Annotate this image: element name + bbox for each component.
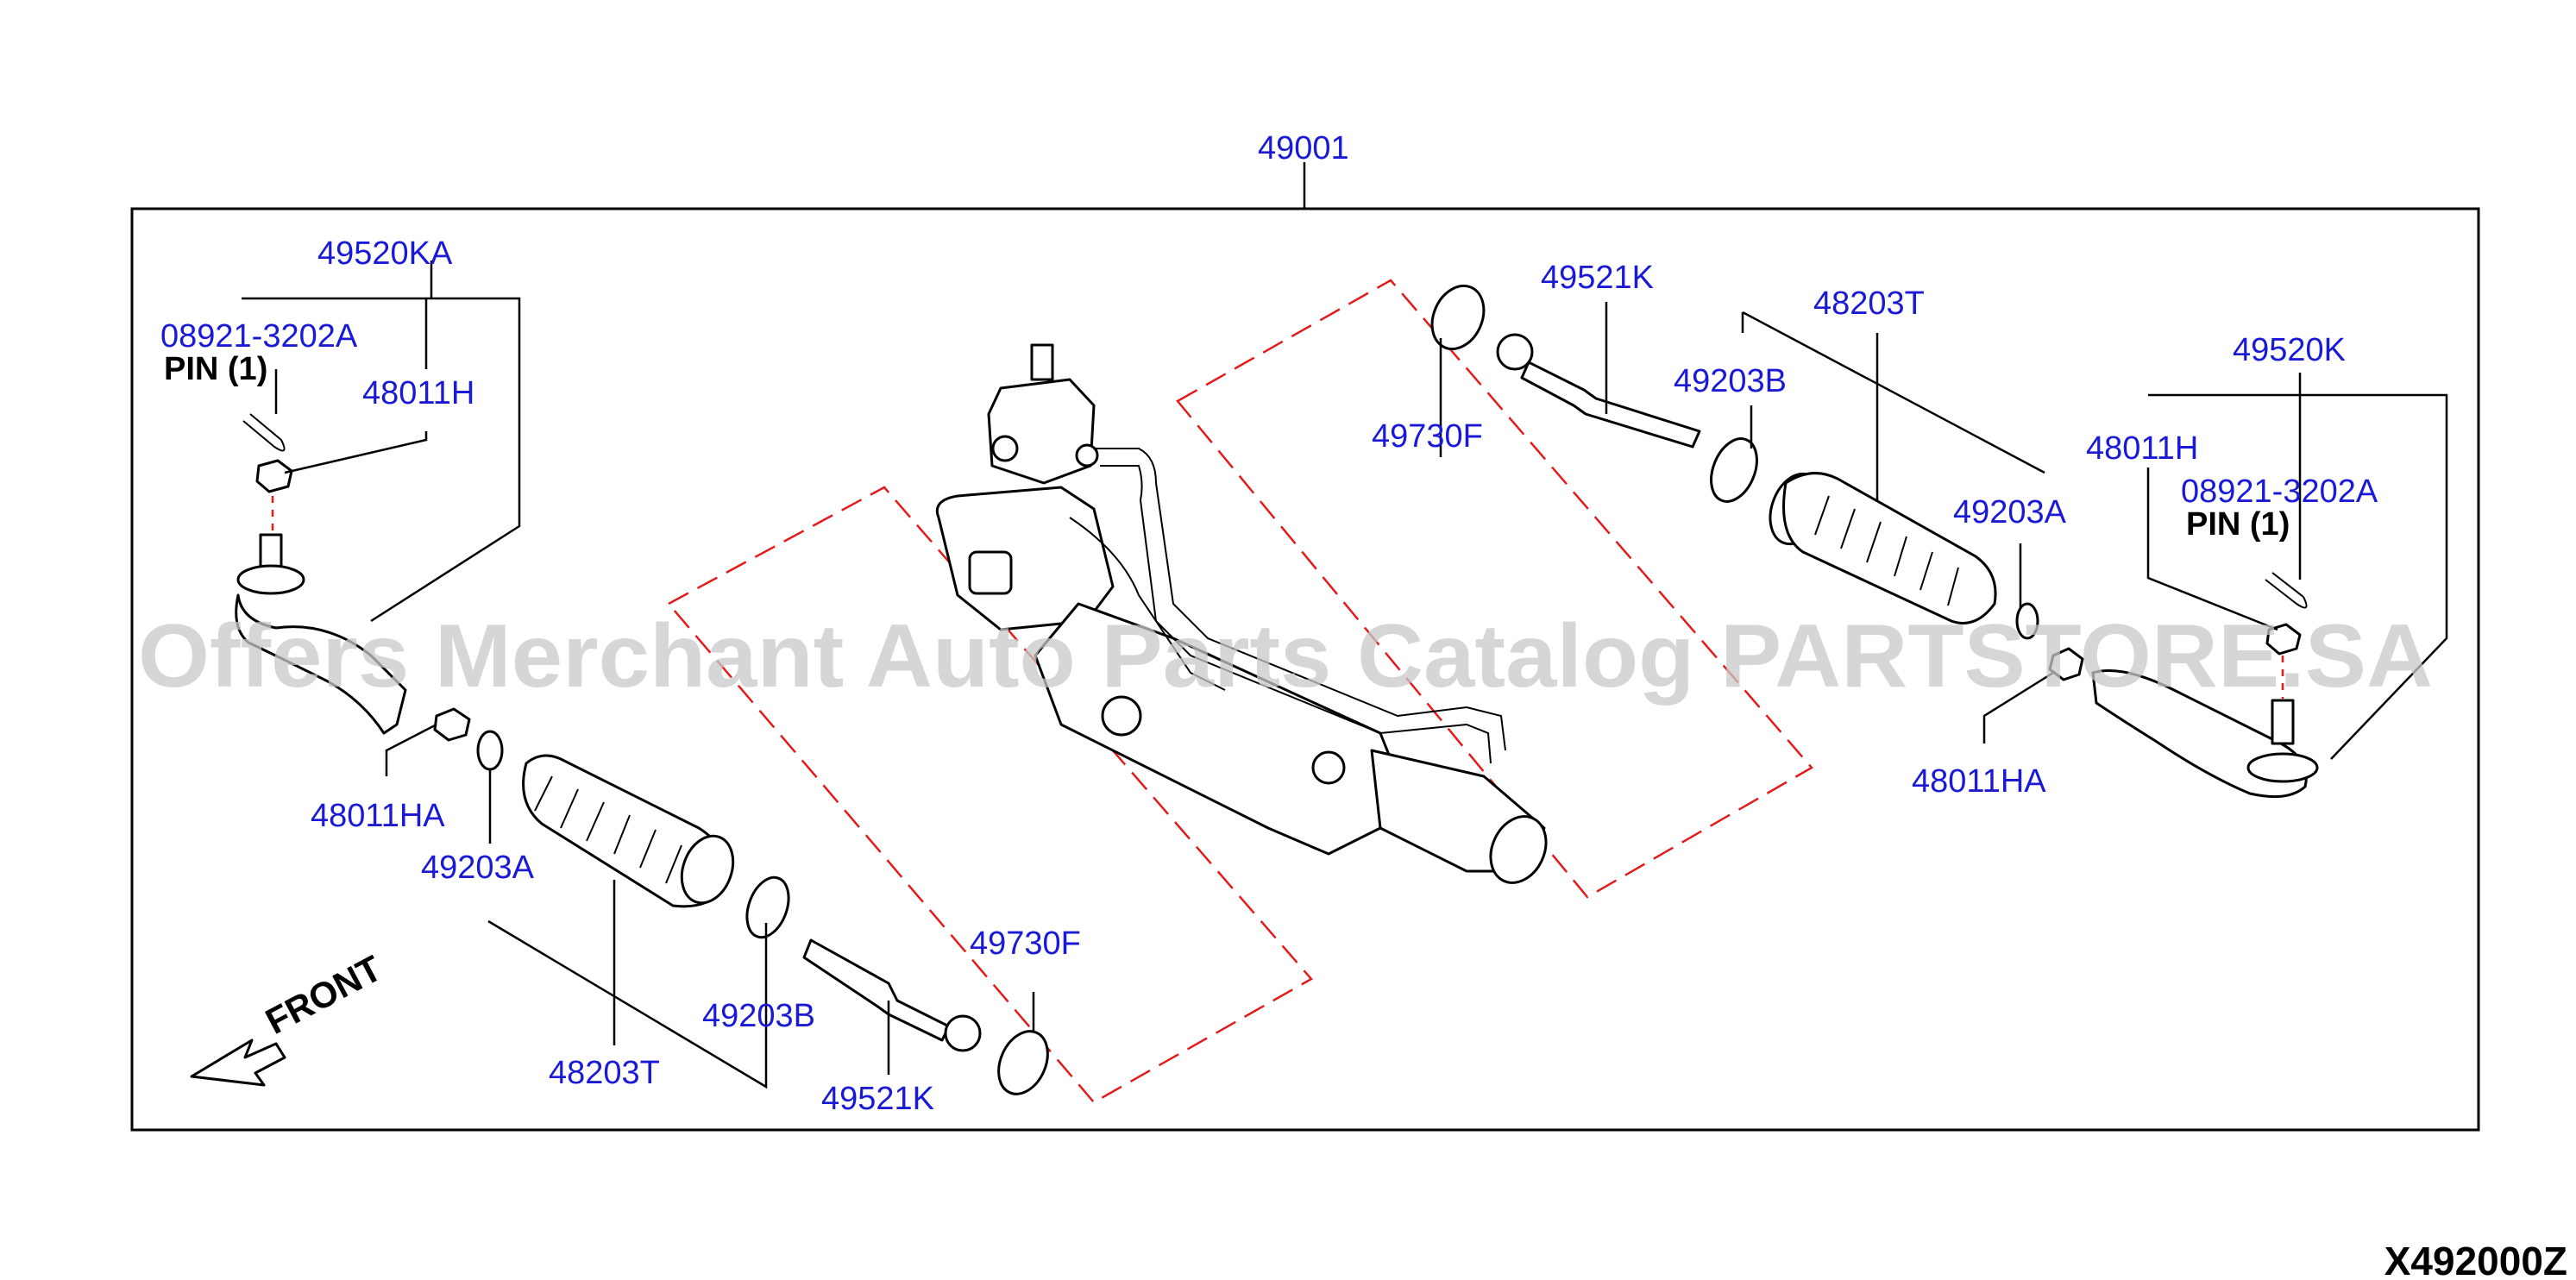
callout-left-clamp-a[interactable]: 49203A	[421, 850, 535, 886]
callout-right-clamp-a[interactable]: 49203A	[1953, 494, 2067, 530]
callout-left-clamp-b[interactable]: 49203B	[702, 998, 815, 1034]
left-tie-rod-end[interactable]	[235, 533, 407, 735]
callout-right-lock-nut[interactable]: 48011HA	[1912, 763, 2046, 800]
left-inner-socket[interactable]	[802, 938, 982, 1052]
right-clamp-b[interactable]	[1703, 432, 1766, 508]
left-lock-nut[interactable]	[433, 707, 471, 742]
callout-left-nut[interactable]: 48011H	[362, 375, 474, 411]
left-boot[interactable]	[522, 754, 742, 910]
right-clamp-a[interactable]	[2015, 602, 2039, 640]
left-boot-region	[667, 486, 1313, 1104]
right-boot-region	[1176, 279, 1813, 899]
left-cotter-pin[interactable]	[242, 413, 286, 452]
callout-right-nut[interactable]: 48011H	[2086, 430, 2198, 467]
callout-assembly[interactable]: 49001	[1258, 130, 1349, 166]
callout-right-inner-socket[interactable]: 49521K	[1541, 260, 1654, 296]
right-pin-note: PIN (1)	[2186, 506, 2290, 543]
right-tie-rod-end[interactable]	[2091, 669, 2319, 799]
right-band[interactable]	[1423, 278, 1493, 357]
right-cotter-pin[interactable]	[2265, 572, 2308, 609]
callout-right-pin[interactable]: 08921-3202A	[2181, 474, 2378, 510]
right-boot[interactable]	[1761, 467, 1997, 624]
front-arrow: FRONT	[190, 947, 388, 1087]
front-label: FRONT	[259, 947, 388, 1042]
callout-right-clamp-b[interactable]: 49203B	[1674, 363, 1787, 399]
watermark: Offers Merchant Auto Parts Catalog PARTS…	[138, 606, 2433, 706]
callout-right-band[interactable]: 49730F	[1372, 418, 1483, 455]
callout-left-lock-nut[interactable]: 48011HA	[311, 798, 445, 834]
right-castle-nut[interactable]	[2265, 623, 2302, 656]
drawing-number: X492000Z	[2384, 1239, 2567, 1280]
callout-left-boot[interactable]: 48203T	[549, 1055, 660, 1091]
callout-left-pin[interactable]: 08921-3202A	[160, 318, 358, 355]
callout-left-inner-socket[interactable]: 49521K	[821, 1081, 934, 1117]
right-inner-socket[interactable]	[1496, 333, 1701, 449]
right-lock-nut[interactable]	[2048, 647, 2084, 681]
callout-right-tie-rod-end[interactable]: 49520K	[2233, 332, 2346, 368]
left-pin-note: PIN (1)	[164, 351, 267, 387]
left-clamp-a[interactable]	[476, 730, 504, 771]
callout-right-boot[interactable]: 48203T	[1813, 285, 1925, 322]
callout-left-tie-rod-end[interactable]: 49520KA	[317, 235, 453, 272]
left-clamp-b[interactable]	[739, 872, 796, 944]
callout-left-band[interactable]: 49730F	[970, 925, 1081, 962]
steering-gear-housing[interactable]	[935, 343, 1556, 892]
left-band[interactable]	[990, 1024, 1057, 1102]
left-castle-nut[interactable]	[255, 459, 293, 493]
